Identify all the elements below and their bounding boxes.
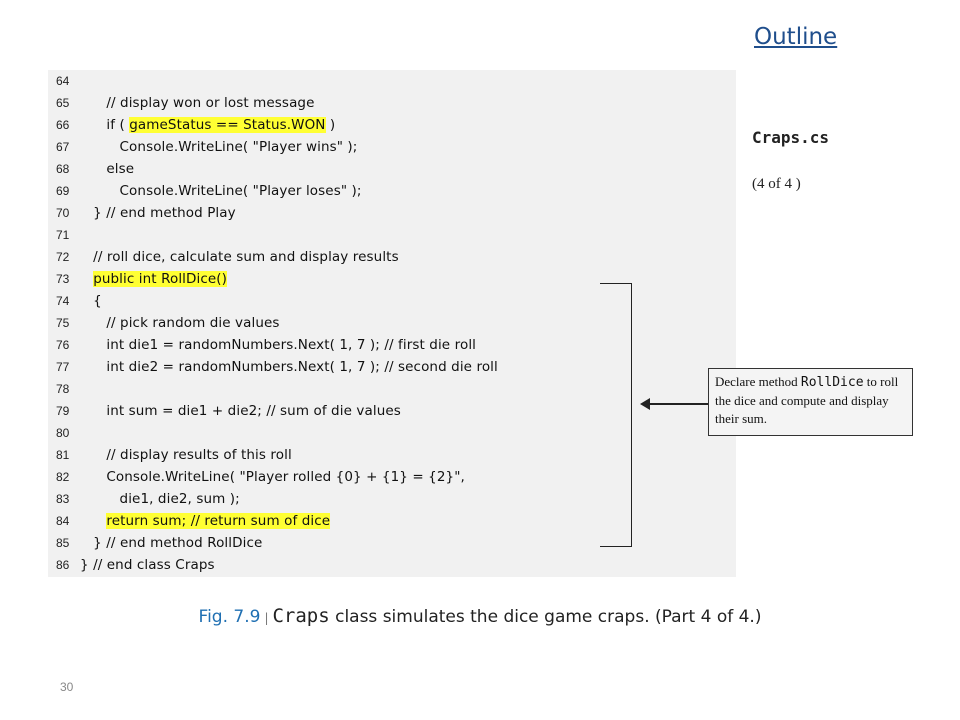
line-number: 65 bbox=[56, 96, 70, 110]
caption-separator: | bbox=[264, 611, 269, 625]
outline-link[interactable]: Outline bbox=[754, 24, 838, 50]
line-number: 70 bbox=[56, 206, 70, 220]
highlighted-code: gameStatus == Status.WON bbox=[129, 117, 326, 133]
code-text: // display results of this roll bbox=[80, 447, 292, 463]
code-bracket bbox=[600, 283, 632, 547]
line-number: 82 bbox=[56, 470, 70, 484]
line-number: 66 bbox=[56, 118, 70, 132]
line-number: 80 bbox=[56, 426, 70, 440]
line-number: 83 bbox=[56, 492, 70, 506]
highlighted-code: public int RollDice() bbox=[93, 271, 228, 287]
callout-method-name: RollDice bbox=[800, 375, 864, 390]
caption-text: class simulates the dice game craps. (Pa… bbox=[329, 607, 762, 627]
code-text: Console.WriteLine( "Player wins" ); bbox=[80, 139, 358, 155]
caption-class-name: Craps bbox=[272, 605, 330, 627]
callout-box: Declare method RollDice to roll the dice… bbox=[708, 368, 913, 436]
code-text-pre bbox=[80, 271, 93, 287]
line-number: 72 bbox=[56, 250, 70, 264]
code-text: Console.WriteLine( "Player loses" ); bbox=[80, 183, 362, 199]
highlighted-code: return sum; // return sum of dice bbox=[106, 513, 331, 529]
code-text: // pick random die values bbox=[80, 315, 280, 331]
line-number: 81 bbox=[56, 448, 70, 462]
line-number: 76 bbox=[56, 338, 70, 352]
line-number: 75 bbox=[56, 316, 70, 330]
line-number: 73 bbox=[56, 272, 70, 286]
code-text: else bbox=[80, 161, 135, 177]
code-text-pre: if ( bbox=[80, 117, 130, 133]
code-text: { bbox=[80, 293, 102, 309]
line-number: 85 bbox=[56, 536, 70, 550]
figure-label: Fig. 7.9 bbox=[198, 607, 261, 627]
code-text: // roll dice, calculate sum and display … bbox=[80, 249, 399, 265]
code-text: if ( gameStatus == Status.WON ) bbox=[80, 114, 335, 136]
code-text: } // end method RollDice bbox=[80, 535, 263, 551]
code-text: } // end method Play bbox=[80, 205, 236, 221]
arrow-left-icon bbox=[640, 398, 650, 410]
code-text: return sum; // return sum of dice bbox=[80, 510, 331, 532]
code-text: public int RollDice() bbox=[80, 268, 228, 290]
code-text: int sum = die1 + die2; // sum of die val… bbox=[80, 403, 401, 419]
code-text-pre bbox=[80, 513, 106, 529]
callout-arrow-line bbox=[648, 403, 708, 405]
line-number: 69 bbox=[56, 184, 70, 198]
line-number: 79 bbox=[56, 404, 70, 418]
line-number: 71 bbox=[56, 228, 70, 242]
callout-suffix: to roll the dice and compute and display… bbox=[715, 374, 899, 426]
part-indicator: (4 of 4 ) bbox=[752, 176, 801, 192]
line-number: 86 bbox=[56, 558, 70, 572]
page-number: 30 bbox=[60, 680, 74, 694]
line-number: 64 bbox=[56, 74, 70, 88]
line-number: 67 bbox=[56, 140, 70, 154]
file-title: Craps.cs bbox=[752, 128, 830, 147]
figure-caption: Fig. 7.9|Craps class simulates the dice … bbox=[0, 605, 960, 627]
code-text: int die2 = randomNumbers.Next( 1, 7 ); /… bbox=[80, 359, 498, 375]
line-number: 68 bbox=[56, 162, 70, 176]
callout-prefix: Declare method bbox=[715, 374, 801, 389]
code-text: // display won or lost message bbox=[80, 95, 315, 111]
code-text-post: ) bbox=[325, 117, 336, 133]
code-text: } // end class Craps bbox=[80, 557, 215, 573]
line-number: 77 bbox=[56, 360, 70, 374]
line-number: 74 bbox=[56, 294, 70, 308]
code-listing: 64 65 // display won or lost message 66 if… bbox=[48, 70, 736, 577]
line-number: 78 bbox=[56, 382, 70, 396]
line-number: 84 bbox=[56, 514, 70, 528]
code-text: Console.WriteLine( "Player rolled {0} + … bbox=[80, 469, 465, 485]
code-text: die1, die2, sum ); bbox=[80, 491, 240, 507]
code-text: int die1 = randomNumbers.Next( 1, 7 ); /… bbox=[80, 337, 477, 353]
